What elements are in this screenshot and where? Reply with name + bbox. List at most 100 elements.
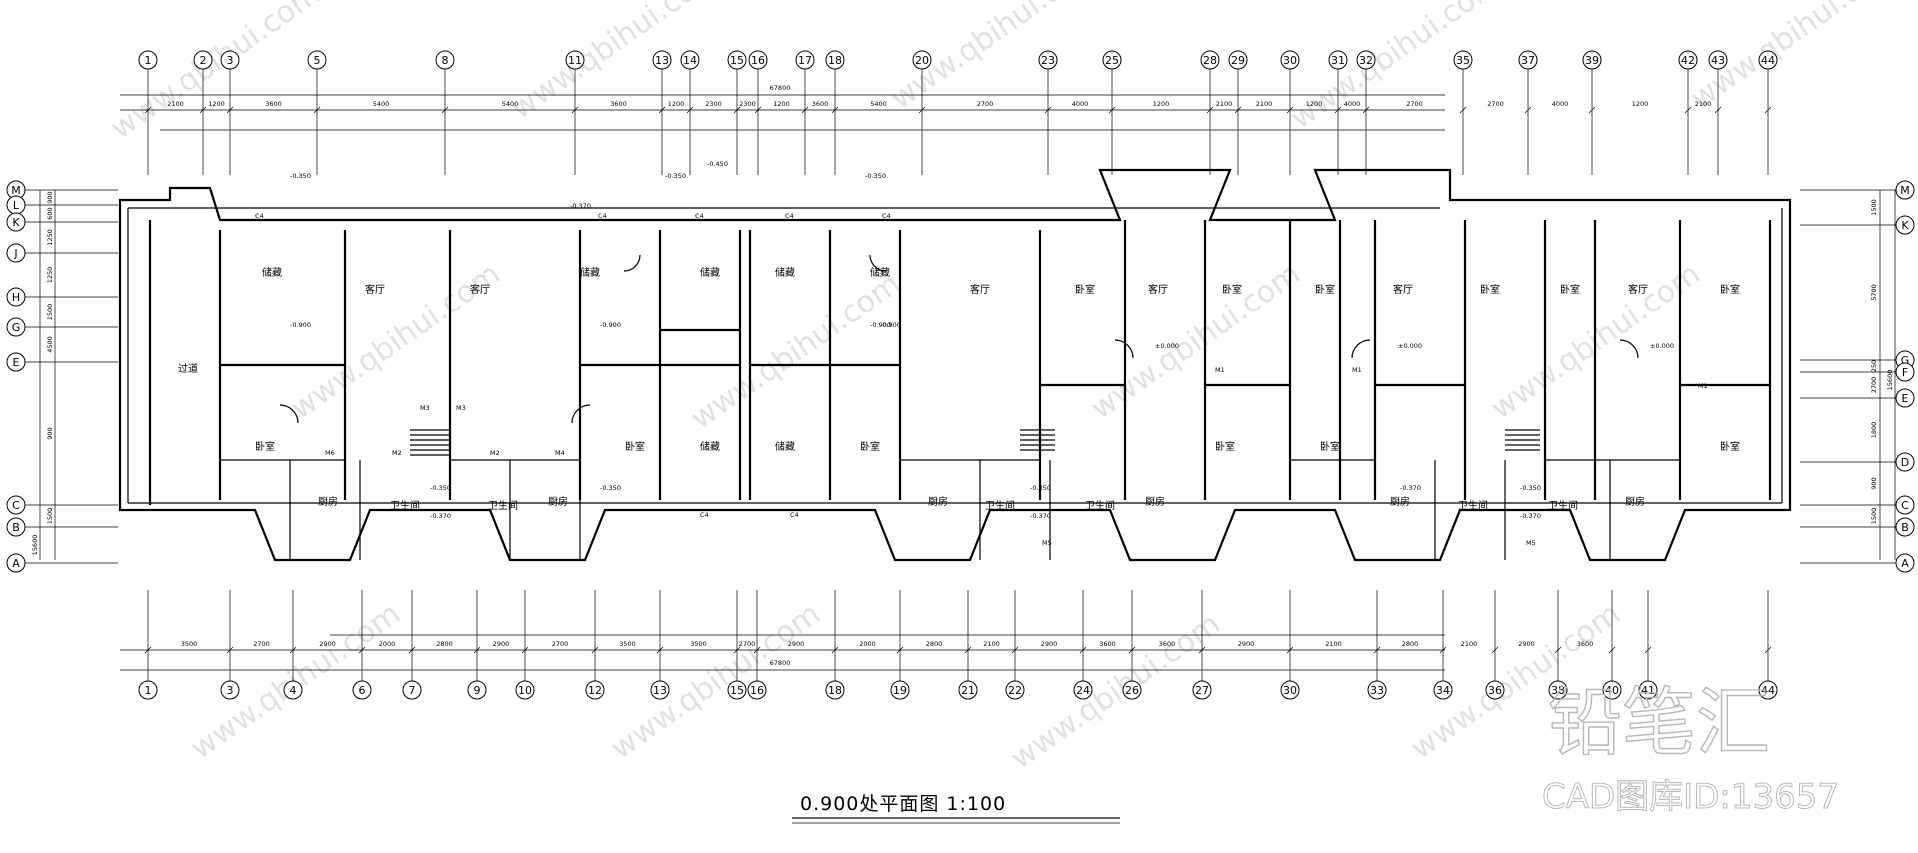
svg-text:16: 16 (751, 54, 765, 67)
window-tag: C4 (598, 212, 607, 220)
window-tag: C4 (700, 511, 709, 519)
dimension-value: 1500 (1870, 199, 1878, 216)
axis-bubble-right-F: F (1895, 362, 1915, 382)
svg-text:10: 10 (518, 684, 532, 697)
watermark-logo: 铅笔汇 (1548, 680, 1770, 766)
axis-bubble-top-13: 13 (652, 50, 672, 70)
window-tag: C4 (790, 511, 799, 519)
elevation-value: -0.900 (870, 321, 891, 329)
svg-text:28: 28 (1203, 54, 1217, 67)
dimension-value: 2700 (1406, 100, 1423, 108)
svg-text:23: 23 (1041, 54, 1055, 67)
door-tag: M2 (490, 449, 500, 457)
elevation-value: ±0.000 (1155, 342, 1179, 350)
axis-bubble-right-C: C (1895, 495, 1915, 515)
svg-text:13: 13 (655, 54, 669, 67)
svg-text:38: 38 (1551, 684, 1565, 697)
elevation-value: -0.450 (707, 160, 728, 168)
dimension-value: 1200 (1306, 100, 1323, 108)
room-bedroom: 卧室 (1720, 440, 1740, 453)
dimension-value: 3500 (181, 640, 198, 648)
svg-text:4: 4 (290, 684, 297, 697)
elevation-value: -0.350 (600, 484, 621, 492)
svg-text:1: 1 (145, 684, 152, 697)
dimension-value: 2100 (983, 640, 1000, 648)
axis-bubble-bottom-9: 9 (467, 680, 487, 700)
elevation-value: -0.370 (1030, 512, 1051, 520)
svg-text:K: K (12, 216, 20, 229)
axis-bubble-top-37: 37 (1518, 50, 1538, 70)
window-tag: C4 (255, 212, 264, 220)
dimension-value: 2800 (1402, 640, 1419, 648)
room-bedroom: 卧室 (1215, 440, 1235, 453)
svg-text:26: 26 (1125, 684, 1139, 697)
axis-bubble-bottom-33: 33 (1367, 680, 1387, 700)
room-storage: 储藏 (870, 266, 890, 279)
room-labels: 储藏 客厅 客厅 储藏 储藏 储藏 储藏 客厅 卧室 客厅 卧室 卧室 客厅 卧… (178, 266, 1740, 512)
dimension-value: 3500 (690, 640, 707, 648)
dimension-value: 1200 (1153, 100, 1170, 108)
dimension-value: 5400 (502, 100, 519, 108)
axis-bubble-bottom-30: 30 (1280, 680, 1300, 700)
axis-bubble-top-35: 35 (1453, 50, 1473, 70)
dimension-value: 2800 (926, 640, 943, 648)
dimension-value: 4000 (1072, 100, 1089, 108)
axis-bubble-top-3: 3 (220, 50, 240, 70)
svg-text:L: L (13, 199, 20, 212)
elevation-value: -0.370 (1400, 484, 1421, 492)
svg-text:B: B (12, 521, 20, 534)
svg-text:C: C (1901, 499, 1909, 512)
svg-text:43: 43 (1711, 54, 1725, 67)
axis-bubble-top-39: 39 (1582, 50, 1602, 70)
room-bedroom: 卧室 (1720, 283, 1740, 296)
svg-text:27: 27 (1195, 684, 1209, 697)
elevation-value: -0.370 (570, 202, 591, 210)
svg-text:24: 24 (1076, 684, 1090, 697)
svg-text:C: C (12, 499, 20, 512)
svg-text:30: 30 (1283, 54, 1297, 67)
svg-text:J: J (13, 247, 17, 260)
room-bathroom: 卫生间 (390, 499, 420, 512)
svg-text:7: 7 (409, 684, 416, 697)
axis-bubble-top-25: 25 (1102, 50, 1122, 70)
door-tag: M3 (420, 404, 430, 412)
svg-text:42: 42 (1681, 54, 1695, 67)
axis-bubble-bottom-44: 44 (1758, 680, 1778, 700)
svg-text:3: 3 (227, 684, 234, 697)
svg-text:8: 8 (442, 54, 449, 67)
axis-bubble-bottom-18: 18 (825, 680, 845, 700)
axis-bubble-bottom-1: 1 (138, 680, 158, 700)
axis-bubble-top-28: 28 (1200, 50, 1220, 70)
elevation-value: ±0.000 (1650, 342, 1674, 350)
room-kitchen: 厨房 (318, 495, 338, 508)
axis-bubble-bottom-3: 3 (220, 680, 240, 700)
axis-bubble-top-8: 8 (435, 50, 455, 70)
svg-text:44: 44 (1761, 684, 1775, 697)
room-bathroom: 卫生间 (488, 499, 518, 512)
axis-bubble-top-2: 2 (193, 50, 213, 70)
door-tag: M5 (1042, 539, 1052, 547)
door-tag: M3 (456, 404, 466, 412)
door-tag: M2 (392, 449, 402, 457)
dimension-value: 1200 (773, 100, 790, 108)
dimension-value: 15600 (31, 535, 39, 556)
room-living: 客厅 (1148, 283, 1168, 296)
dimension-value: 5400 (870, 100, 887, 108)
svg-text:31: 31 (1331, 54, 1345, 67)
dimension-value: 5400 (373, 100, 390, 108)
dimension-value: 3600 (265, 100, 282, 108)
svg-text:B: B (1901, 521, 1909, 534)
dimension-value: 900 (1870, 477, 1878, 489)
elevation-value: -0.350 (1030, 484, 1051, 492)
svg-text:17: 17 (798, 54, 812, 67)
room-bathroom: 卫生间 (1548, 499, 1578, 512)
dimension-value: 1500 (1870, 508, 1878, 525)
room-bedroom: 卧室 (1315, 283, 1335, 296)
axis-bubble-left-A: A (6, 553, 26, 573)
axis-bubble-left-K: K (6, 212, 26, 232)
svg-text:G: G (1901, 354, 1910, 367)
